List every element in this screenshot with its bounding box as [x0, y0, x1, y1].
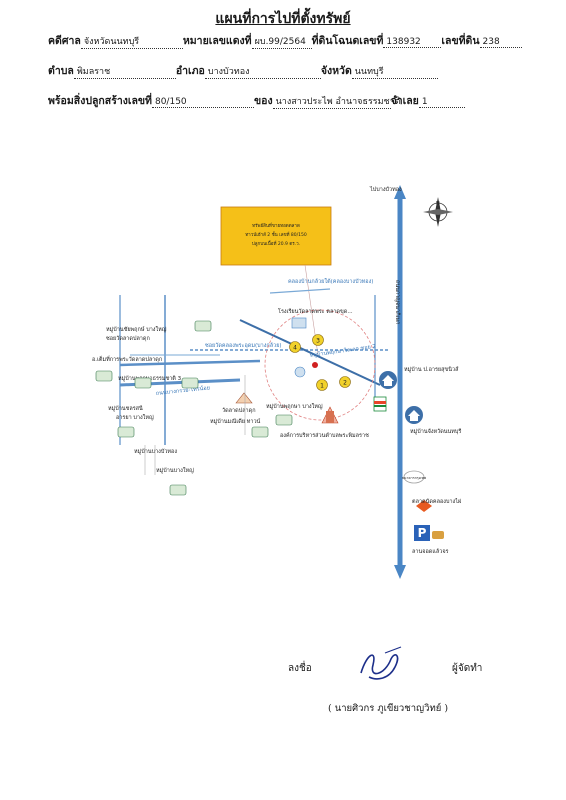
soi-wat-label: ซอยวัดลาดปลาดุก [106, 335, 150, 342]
land-no-label: เลขที่ดิน [441, 35, 480, 47]
canal-label: คลองบ้านกล้วยใต้(คลองบางบัวทอง) [288, 278, 373, 285]
bank-icon: ธนาคารกรุงเทพ [402, 470, 427, 484]
signature-image [360, 646, 402, 680]
svg-text:3: 3 [316, 338, 320, 345]
svg-text:2: 2 [343, 380, 347, 387]
court-label: คดีศาล [48, 35, 81, 47]
village-icon [194, 320, 212, 332]
signer-name: ( นายศิวกร ภูเขียวชาญวิทย์ ) [328, 703, 449, 714]
diagonal-road [239, 319, 381, 386]
marker-2: 2 [339, 376, 351, 388]
village-right1-label: หมู่บ้าน ป.อารยสุขนิวส์ [404, 366, 459, 373]
amphoe-value: บางบัวทอง [204, 64, 321, 79]
property-pin-icon [312, 362, 318, 368]
svg-text:P: P [418, 526, 427, 540]
tambon-value: พิมลราช [73, 64, 176, 79]
defendant-label: จำเลย [390, 95, 419, 107]
province-value: นนทบุรี [351, 64, 438, 79]
arrow-down-icon [394, 565, 406, 579]
owner-value: นางสาวประไพ อำนาจธรรมชาติ [272, 94, 401, 109]
subdistrict-office-icon [321, 406, 339, 424]
village-icon [134, 377, 152, 389]
box-line-1: ทรัพย์สินที่ขายทอดตลาด [252, 222, 300, 229]
land-no-value: 238 [479, 37, 522, 48]
village-chaiyaphruek-label: หมู่บ้านชัยพฤกษ์ บางใหญ่ [106, 326, 167, 333]
svg-text:ธนาคารกรุงเทพ: ธนาคารกรุงเทพ [402, 476, 427, 481]
north-arrow-icon: N [423, 197, 453, 227]
subdistrict-office-label: องค์การบริหารส่วนตำบลพระพิมลราช [280, 432, 369, 439]
top-road-label: ไปบางบัวทอง [369, 186, 402, 193]
province-label: จังหวัด [320, 65, 352, 77]
svg-text:N: N [436, 201, 440, 207]
school-icon [291, 317, 307, 329]
amphoe-label: อำเภอ [175, 65, 205, 77]
seven-eleven-icon [373, 396, 387, 412]
village-ruen-sub-label: อารยา บางใหญ่ [116, 414, 154, 421]
village-tiny-label: หมู่บ้านบางบัวทอง [134, 448, 177, 455]
village-manee-label: หมู่บ้านมณีเดีย ทาวน์ [210, 418, 261, 425]
box-line-3: ปลูกบนเนื้อที่ 20.9 ตร.ว. [252, 240, 300, 247]
car-icon [432, 531, 444, 539]
tambon-label: ตำบล [48, 65, 74, 77]
svg-text:4: 4 [293, 345, 297, 352]
box-line-2: ทาวน์เฮ้าส์ 2 ชั้น เลขที่ 80/150 [245, 231, 307, 238]
case-label: หมายเลขแดงที่ [182, 35, 252, 47]
wat-office-label: อ.เต็มที่การพระวัดลาดปลาดุก [92, 355, 162, 363]
case-value: ผบ.99/2564 [251, 34, 312, 49]
parking-icon: P [414, 525, 430, 541]
village-ruen-label: หมู่บ้านชลรสนี [108, 405, 143, 412]
home-icon [379, 371, 397, 389]
village-pruksa-bangyai-label: หมู่บ้านพฤกษา บางใหญ่ [266, 403, 323, 410]
school-label: โรงเรียนวัดลาดพระ ตลาดขุด... [278, 307, 353, 315]
building-value: 80/150 [151, 97, 254, 108]
parking-label: ลานจอดแล้วจร [412, 548, 449, 555]
property-info-box [220, 206, 332, 266]
village-icon [251, 426, 269, 438]
canal-road [119, 359, 261, 367]
owner-label: ของ [253, 95, 273, 107]
location-map: ไปบางบัวทอง ถนนกาญจนาภิเษก N ทรัพย์สินที… [92, 185, 461, 579]
wat-lat-pla-duk-label: วัดลาดปลาดุก [222, 407, 256, 414]
village-icon [95, 370, 113, 382]
village-right2-label: หมู่บ้านจังหวัดนนทบุรี [410, 428, 461, 435]
defendant-value: 1 [418, 97, 465, 108]
marker-3: 3 [312, 334, 324, 346]
form-row-1: คดีศาลจังหวัดนนทบุรีหมายเลขแดงที่ผบ.99/2… [48, 32, 522, 49]
sign-label: ลงชื่อ [288, 663, 312, 674]
village-icon [181, 377, 199, 389]
building-label: พร้อมสิ่งปลูกสร้างเลขที่ [48, 95, 152, 107]
svg-text:1: 1 [320, 383, 324, 390]
arrow-up-icon [394, 185, 406, 199]
form-row-2: ตำบลพิมลราชอำเภอบางบัวทองจังหวัดนนทบุรี [48, 62, 438, 79]
signer-role: ผู้จัดทำ [452, 663, 483, 674]
village-icon [169, 484, 187, 496]
village-icon [117, 426, 135, 438]
canal2-label: ซอยวัดคลองพระอุดม(บางกล้วย) [205, 342, 282, 349]
village-bangyai-label: หมู่บ้านบางใหญ่ [156, 467, 194, 474]
home-icon [405, 406, 423, 424]
village-icon [275, 414, 293, 426]
temple-icon [235, 392, 253, 404]
deed-value: 138932 [383, 37, 442, 48]
market-icon [414, 500, 434, 512]
main-road-label: ถนนกาญจนาภิเษก [394, 280, 401, 325]
marker-4: 4 [289, 341, 301, 353]
deed-label: ที่ดินโฉนดเลขที่ [311, 35, 384, 47]
marker-1: 1 [316, 379, 328, 391]
radius-circle [264, 309, 376, 421]
page-title: แผนที่การไปที่ตั้งทรัพย์ [215, 11, 351, 27]
court-value: จังหวัดนนทบุรี [80, 34, 183, 49]
market-label: ตลาดนัดคลองบางไผ่ [412, 498, 461, 505]
